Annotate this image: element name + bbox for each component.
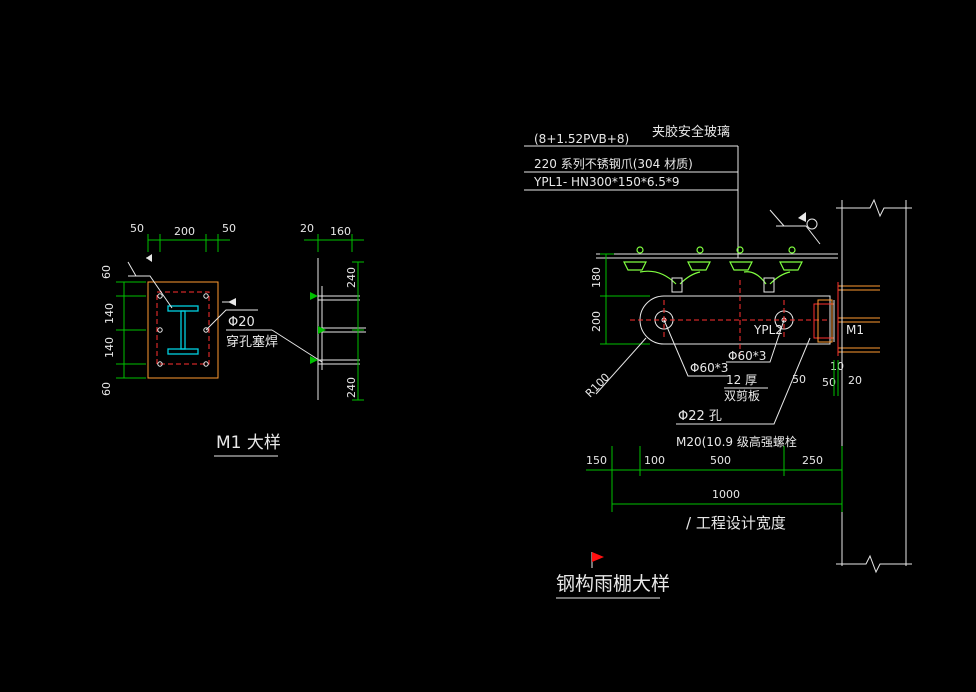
double-shear-plate <box>639 295 831 345</box>
m1-side-dim-right-2: 240 <box>345 377 358 398</box>
canopy-dim-right-4: 20 <box>848 374 862 387</box>
glass-spec: (8+1.52PVB+8) <box>534 132 629 146</box>
red-flag-icon <box>592 552 604 562</box>
m1-dim-left-1: 60 <box>100 265 113 279</box>
plate-name: 双剪板 <box>724 388 760 403</box>
width-note: / 工程设计宽度 <box>686 514 786 532</box>
m1-dim-left-2: 140 <box>103 303 116 324</box>
canopy-dim-bottom-3: 500 <box>710 454 731 467</box>
radius-label: R100 <box>583 371 612 400</box>
canopy-dim-bottom-2: 100 <box>644 454 665 467</box>
m1-plate-outline <box>147 281 219 379</box>
m1-dim-top-1: 50 <box>130 222 144 235</box>
hole-b-label: Φ60*3 <box>728 349 766 363</box>
canopy-dim-total: 1000 <box>712 488 740 501</box>
hole-a-label: Φ60*3 <box>690 361 728 375</box>
m1-dim-top-3: 50 <box>222 222 236 235</box>
plate-label: YPL2 <box>753 323 783 337</box>
glass-title: 夹胶安全玻璃 <box>652 124 730 140</box>
m1-detail-title: M1 大样 <box>216 433 281 453</box>
canopy-detail-title: 钢构雨棚大样 <box>556 573 670 595</box>
m1-label: M1 <box>846 323 864 337</box>
m1-dim-left-3: 140 <box>103 337 116 358</box>
m1-dim-left-4: 60 <box>100 382 113 396</box>
canopy-dim-right-1: 10 <box>830 360 844 373</box>
canopy-dim-left-2: 200 <box>590 311 603 332</box>
canopy-dim-right-3: 50 <box>822 376 836 389</box>
claw-spec: 220 系列不锈钢爪(304 材质) <box>534 157 693 171</box>
m1-side-dim-1: 20 <box>300 222 314 235</box>
claw-fittings <box>623 246 803 293</box>
bolt-spec: M20(10.9 级高强螺栓 <box>676 434 797 449</box>
canopy-dim-right-2: 50 <box>792 373 806 386</box>
canopy-detail: 夹胶安全玻璃 (8+1.52PVB+8) 220 系列不锈钢爪(304 材质) … <box>524 124 912 599</box>
canopy-dim-bottom-1: 150 <box>586 454 607 467</box>
m1-side-dim-right-1: 240 <box>345 267 358 288</box>
hole-c-label: Φ22 孔 <box>678 409 722 424</box>
beam-spec: YPL1- HN300*150*6.5*9 <box>533 175 680 189</box>
m1-weld-dashed <box>156 291 210 365</box>
plate-thickness: 12 厚 <box>726 373 757 387</box>
canopy-dim-left-1: 180 <box>590 267 603 288</box>
m1-side-dim-2: 160 <box>330 225 351 238</box>
canopy-dim-bottom-4: 250 <box>802 454 823 467</box>
m1-dim-top-2: 200 <box>174 225 195 238</box>
m1-hole-label: Φ20 <box>228 315 255 330</box>
m1-h-section <box>167 305 199 355</box>
m1-hole-note: 穿孔塞焊 <box>226 334 278 350</box>
m1-detail: 50 200 50 60 140 140 60 <box>100 222 366 457</box>
